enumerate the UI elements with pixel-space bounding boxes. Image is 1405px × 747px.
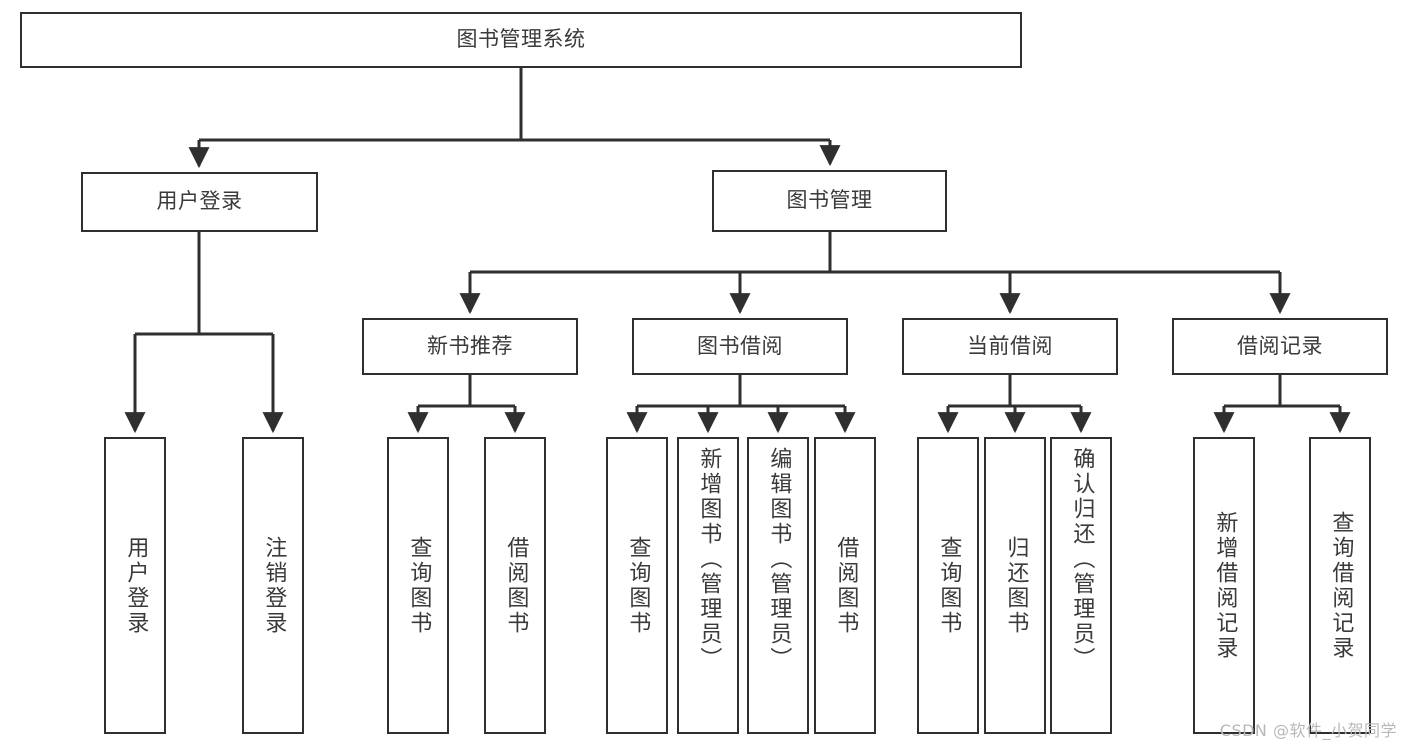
node-leaf-borrow-book[interactable]: 借阅图书: [814, 437, 876, 734]
node-root-book-management-system[interactable]: 图书管理系统: [20, 12, 1022, 68]
node-label: 图书管理: [786, 188, 873, 213]
node-label: 用户登录: [123, 535, 149, 636]
node-label: 新书推荐: [427, 333, 513, 358]
node-leaf-query-book-borrow[interactable]: 查询图书: [606, 437, 668, 734]
node-label: 新增借阅记录: [1212, 510, 1238, 661]
node-label: 图书借阅: [697, 333, 783, 358]
node-leaf-borrow-book-recommend[interactable]: 借阅图书: [484, 437, 546, 734]
node-label: 用户登录: [156, 189, 243, 214]
node-leaf-logout-login[interactable]: 注销登录: [242, 437, 304, 734]
node-label: 查询图书: [625, 535, 651, 636]
node-book-management[interactable]: 图书管理: [712, 170, 947, 232]
node-label: 查询借阅记录: [1328, 510, 1354, 661]
node-label: 当前借阅: [967, 333, 1053, 358]
node-label: 图书管理系统: [456, 27, 586, 52]
node-label: 查询图书: [936, 535, 962, 636]
node-leaf-confirm-return[interactable]: 确认归还（管理员）: [1050, 437, 1112, 734]
node-leaf-user-login[interactable]: 用户登录: [104, 437, 166, 734]
node-leaf-query-borrow-record[interactable]: 查询借阅记录: [1309, 437, 1371, 734]
node-label: 确认归还（管理员）: [1069, 447, 1095, 672]
node-label: 注销登录: [261, 535, 287, 636]
node-current-borrow[interactable]: 当前借阅: [902, 318, 1118, 375]
node-label: 新增图书（管理员）: [696, 447, 722, 672]
node-label: 归还图书: [1003, 535, 1029, 636]
node-leaf-query-book-recommend[interactable]: 查询图书: [387, 437, 449, 734]
node-leaf-edit-book[interactable]: 编辑图书（管理员）: [747, 437, 809, 734]
node-new-book-recommend[interactable]: 新书推荐: [362, 318, 578, 375]
node-user-login[interactable]: 用户登录: [81, 172, 318, 232]
node-book-borrow[interactable]: 图书借阅: [632, 318, 848, 375]
node-leaf-add-book[interactable]: 新增图书（管理员）: [677, 437, 739, 734]
node-leaf-add-borrow-record[interactable]: 新增借阅记录: [1193, 437, 1255, 734]
node-label: 编辑图书（管理员）: [766, 447, 792, 672]
node-label: 借阅记录: [1237, 333, 1323, 358]
csdn-watermark: CSDN @软件_小贺同学: [1219, 721, 1397, 740]
node-label: 查询图书: [406, 535, 432, 636]
node-label: 借阅图书: [503, 535, 529, 636]
node-label: 借阅图书: [833, 535, 859, 636]
node-borrow-record[interactable]: 借阅记录: [1172, 318, 1388, 375]
node-leaf-return-book[interactable]: 归还图书: [984, 437, 1046, 734]
node-leaf-query-book-current[interactable]: 查询图书: [917, 437, 979, 734]
